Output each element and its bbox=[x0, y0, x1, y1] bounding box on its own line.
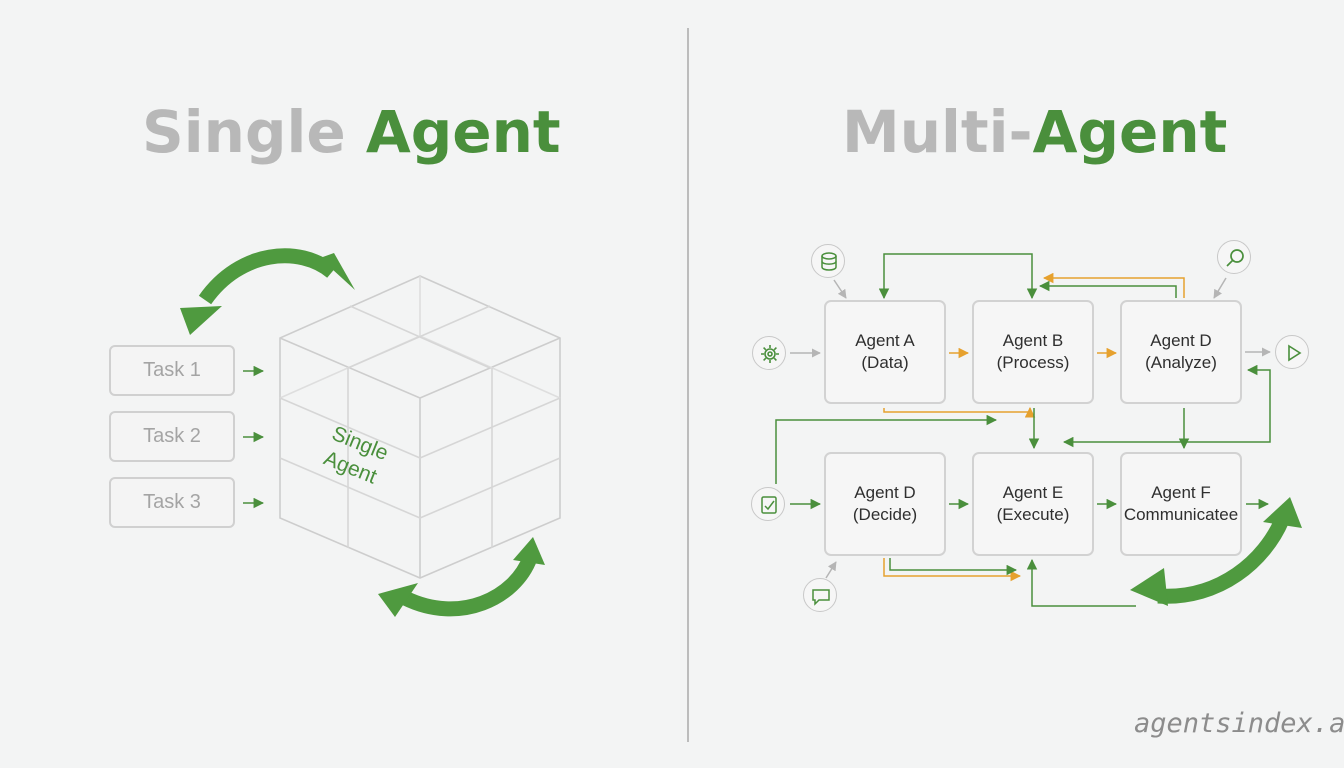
single-agent-heading: Single Agent bbox=[142, 92, 561, 172]
multi-agent-heading: Multi-Agent bbox=[842, 92, 1227, 172]
heading-muted-word: Multi- bbox=[842, 98, 1033, 166]
cube-cycle-arrows bbox=[180, 248, 545, 617]
agent-role: (Execute) bbox=[996, 505, 1070, 524]
task-box-2: Task 2 bbox=[109, 411, 235, 462]
multi-agent-panel: Multi-Agent bbox=[690, 0, 1344, 768]
agent-box-d-analyze: Agent D (Analyze) bbox=[1120, 300, 1242, 404]
connector-a-b-bottom-orange bbox=[883, 406, 1036, 418]
connector-e-bottom-loop bbox=[1026, 558, 1136, 607]
agent-name: Agent B bbox=[1002, 331, 1064, 350]
brand-watermark: agentsindex.ai bbox=[1134, 708, 1344, 739]
connector-search-d bbox=[1213, 277, 1227, 299]
cycle-arrow-bottom bbox=[401, 554, 538, 617]
cycle-arrow-bottom-head-start bbox=[378, 583, 418, 617]
single-agent-panel: Single Agent bbox=[142, 92, 561, 172]
cube-front-edge bbox=[279, 337, 561, 578]
multi-agent-connectors bbox=[775, 253, 1271, 607]
agent-name: Agent D bbox=[854, 483, 916, 502]
agent-name: Agent E bbox=[1002, 483, 1064, 502]
connector-d-b-orange bbox=[1042, 272, 1185, 298]
connector-a-b-top-loop bbox=[878, 253, 1038, 300]
connector-left-loop bbox=[775, 414, 998, 484]
agent-box-d-decide: Agent D (Decide) bbox=[824, 452, 946, 556]
cycle-arrow-top-head-start bbox=[180, 306, 222, 335]
gear-icon bbox=[752, 336, 786, 370]
database-icon bbox=[811, 244, 845, 278]
agent-box-f: Agent F Communicatee bbox=[1120, 452, 1242, 556]
chat-bubble-icon bbox=[803, 578, 837, 612]
checklist-icon bbox=[751, 487, 785, 521]
cycle-arrow-right-head-start bbox=[1130, 568, 1168, 606]
agent-name: Agent D bbox=[1150, 331, 1212, 350]
task-box-3: Task 3 bbox=[109, 477, 235, 528]
agent-box-e: Agent E (Execute) bbox=[972, 452, 1094, 556]
agent-name: Agent F bbox=[1151, 483, 1211, 502]
agent-box-a: Agent A (Data) bbox=[824, 300, 946, 404]
cycle-arrow-right-head-end bbox=[1263, 497, 1302, 528]
heading-accent-word: Agent bbox=[365, 98, 561, 166]
agent-role: Communicatee bbox=[1123, 505, 1239, 524]
multi-agent-cycle-arrow bbox=[1130, 497, 1302, 606]
connector-d-b-green bbox=[1038, 280, 1177, 298]
agent-name: Agent A bbox=[855, 331, 915, 350]
connector-d-e-bottom-green bbox=[889, 558, 1018, 576]
cycle-arrow-top-head-end bbox=[320, 253, 355, 290]
task-box-1: Task 1 bbox=[109, 345, 235, 396]
play-icon bbox=[1275, 335, 1309, 369]
magnifier-icon bbox=[1217, 240, 1251, 274]
cycle-arrow-bottom-head-end bbox=[513, 537, 545, 565]
cycle-arrow-right bbox=[1157, 516, 1289, 604]
connector-db-a bbox=[833, 279, 847, 299]
agent-box-b: Agent B (Process) bbox=[972, 300, 1094, 404]
agent-role: (Data) bbox=[861, 353, 909, 372]
connector-chat-d bbox=[825, 561, 837, 579]
connector-right-loop bbox=[1062, 364, 1271, 448]
cycle-arrow-top bbox=[198, 248, 337, 305]
heading-accent-word: Agent bbox=[1032, 98, 1228, 166]
heading-muted-word: Single bbox=[142, 98, 346, 166]
agent-role: (Decide) bbox=[852, 505, 918, 524]
cube-grid-lines bbox=[279, 305, 561, 548]
connector-d-e-bottom-orange bbox=[883, 558, 1022, 582]
panel-divider bbox=[687, 28, 689, 742]
task-arrows bbox=[243, 365, 265, 509]
agent-cube bbox=[279, 275, 561, 579]
agent-role: (Process) bbox=[996, 353, 1070, 372]
agent-role: (Analyze) bbox=[1145, 353, 1217, 372]
